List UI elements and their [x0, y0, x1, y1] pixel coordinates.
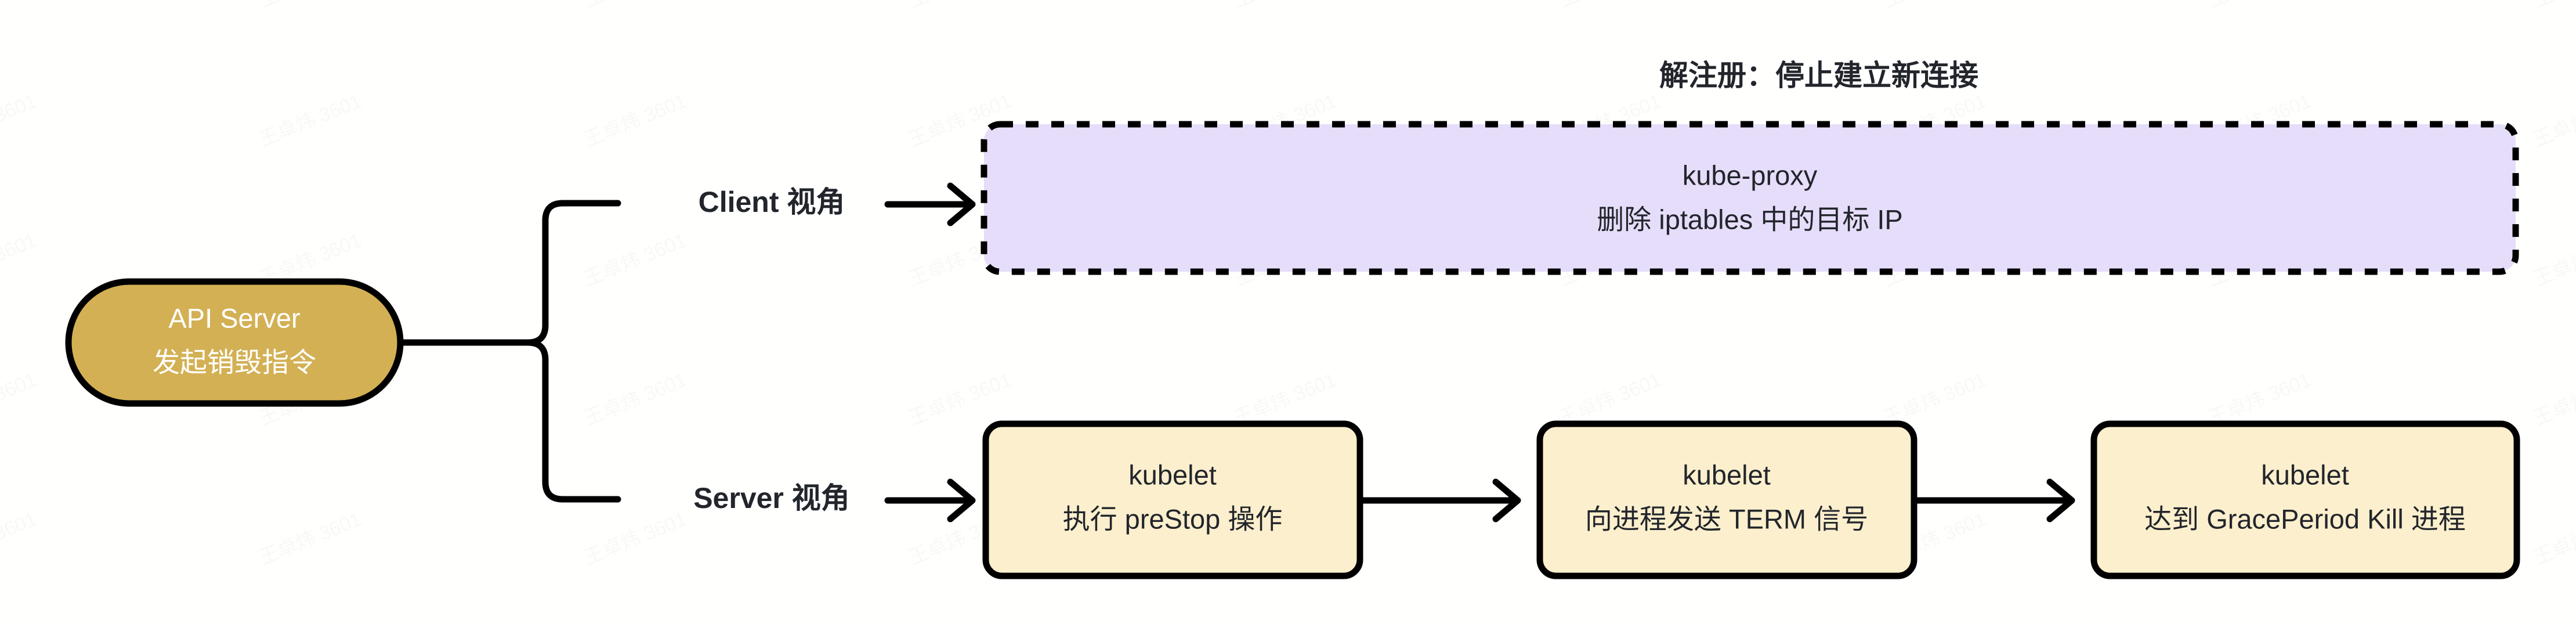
arrow-term-to-graceperiod [1914, 478, 2075, 522]
client-arrow-head [947, 182, 976, 226]
node-kubelet-prestop[interactable]: kubelet 执行 preStop 操作 [982, 420, 1363, 579]
arrow-prestop-to-term-head [1492, 478, 1521, 522]
node-kubelet-term[interactable]: kubelet 向进程发送 TERM 信号 [1536, 420, 1917, 579]
fork-up-line [507, 200, 621, 346]
page-title: 解注册：停止建立新连接 [1659, 59, 1978, 92]
kube-proxy-line2: 删除 iptables 中的目标 IP [1597, 204, 1903, 235]
api-server-shape [65, 278, 404, 407]
server-branch-label: Server 视角 [693, 482, 850, 514]
node-api-server[interactable]: API Server 发起销毁指令 [65, 278, 404, 407]
kubelet-graceperiod-line1: kubelet [2261, 459, 2349, 490]
kubelet-graceperiod-line2: 达到 GracePeriod Kill 进程 [2144, 503, 2466, 534]
client-branch-label: Client 视角 [699, 186, 845, 218]
kubelet-prestop-shape [982, 420, 1363, 579]
kubelet-graceperiod-shape [2090, 420, 2520, 579]
api-server-line2: 发起销毁指令 [153, 347, 316, 377]
branch-connectors [397, 200, 621, 503]
server-arrow-head [947, 478, 976, 522]
fork-down-line [507, 339, 621, 503]
kubelet-prestop-line2: 执行 preStop 操作 [1063, 503, 1283, 534]
client-branch-label-group[interactable]: Client 视角 [699, 182, 976, 226]
kube-proxy-line1: kube-proxy [1683, 160, 1818, 190]
node-kube-proxy[interactable]: kube-proxy 删除 iptables 中的目标 IP [981, 121, 2519, 275]
arrow-prestop-to-term [1360, 478, 1521, 522]
kube-proxy-shape [981, 121, 2519, 275]
server-branch-label-group[interactable]: Server 视角 [693, 478, 976, 522]
node-kubelet-graceperiod[interactable]: kubelet 达到 GracePeriod Kill 进程 [2090, 420, 2520, 579]
arrow-term-to-graceperiod-head [2046, 478, 2075, 522]
kubelet-term-line2: 向进程发送 TERM 信号 [1585, 503, 1868, 534]
kubelet-term-shape [1536, 420, 1917, 579]
kubelet-prestop-line1: kubelet [1128, 459, 1217, 490]
api-server-line1: API Server [168, 302, 300, 333]
kubelet-term-line1: kubelet [1683, 459, 1771, 490]
